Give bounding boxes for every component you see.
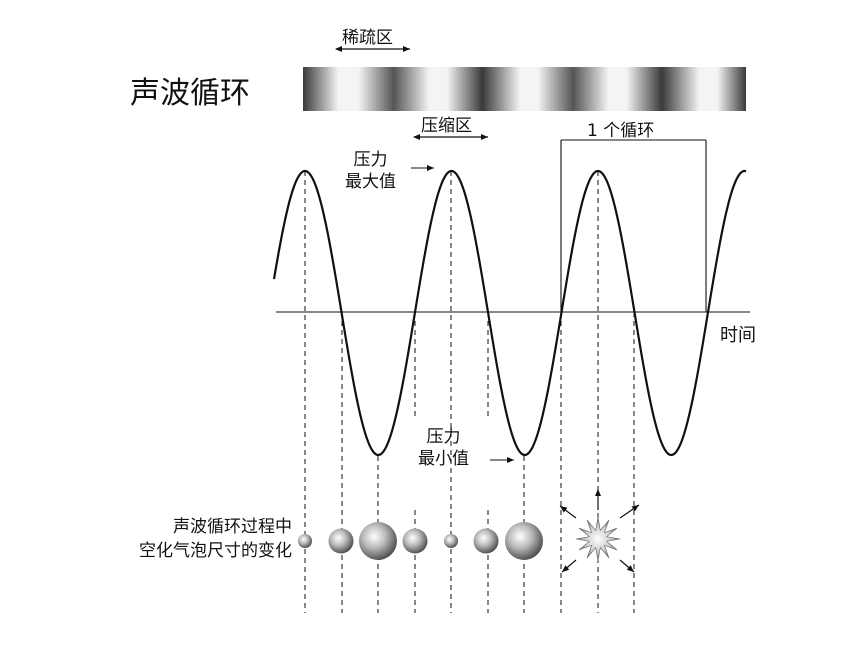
pressure-max-label: 压力 最大值 (345, 149, 396, 193)
time-axis-label: 时间 (720, 325, 756, 346)
diagram-title: 声波循环 (130, 76, 250, 111)
cycle-label: 1 个循环 (587, 121, 655, 141)
bubble-small (298, 534, 312, 548)
pressure-band (303, 67, 746, 111)
bubble-large (359, 522, 397, 560)
pressure-min-label: 压力 最小值 (418, 426, 469, 470)
bubble-collapse-burst (559, 489, 640, 573)
bubble-caption-line1: 声波循环过程中 (173, 517, 292, 537)
bubble-small (444, 534, 458, 548)
pressure-max-line1: 压力 (353, 150, 388, 170)
bubble-caption-line2: 空化气泡尺寸的变化 (139, 541, 292, 561)
bubble-caption: 声波循环过程中 空化气泡尺寸的变化 (104, 515, 292, 563)
rarefaction-label: 稀疏区 (342, 28, 393, 48)
guide-lines (304, 171, 635, 613)
compression-label: 压缩区 (421, 116, 472, 136)
bubble-medium (473, 528, 499, 554)
cycle-bracket (560, 139, 707, 312)
pressure-max-line2: 最大值 (345, 172, 396, 192)
pressure-min-line1: 压力 (426, 427, 461, 447)
bubble-medium (328, 528, 354, 554)
bubble-medium (402, 528, 428, 554)
bubble-large (505, 522, 543, 560)
pressure-min-line2: 最小值 (418, 449, 469, 469)
sound-wave-curve (272, 169, 747, 457)
